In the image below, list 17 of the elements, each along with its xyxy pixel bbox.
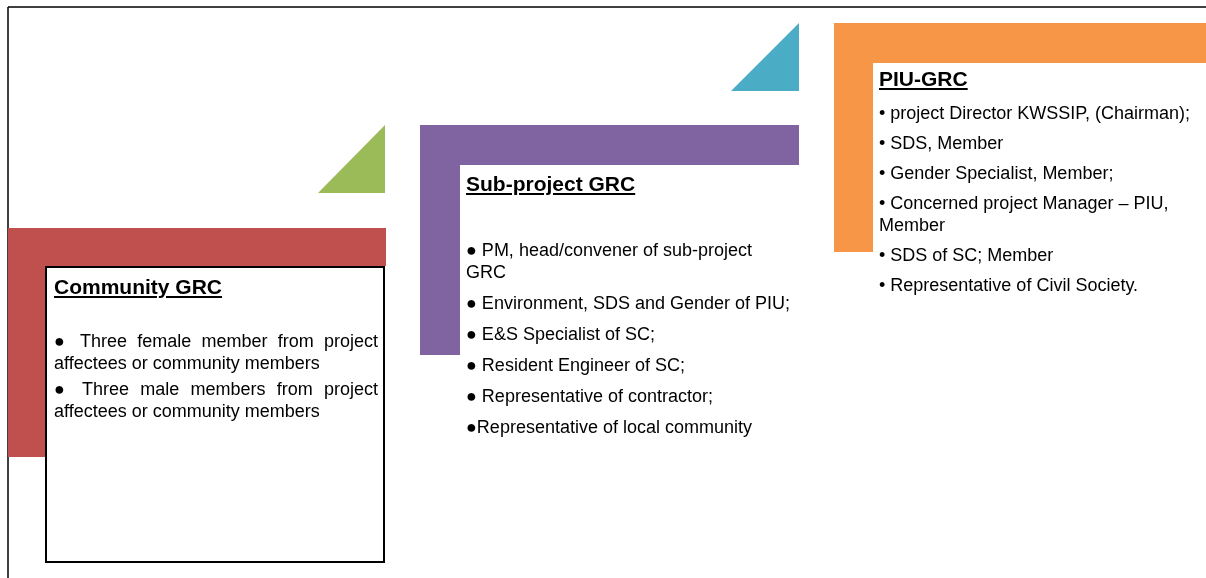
member-item: • Concerned project Manager – PIU, Member (879, 192, 1170, 236)
member-item: ● Environment, SDS and Gender of PIU; (466, 292, 792, 314)
member-item: ● Three male members from project affectees or community members (54, 378, 378, 422)
panel-heading: Community GRC (54, 274, 223, 300)
member-item: • Representative of Civil Society. (879, 274, 1140, 296)
member-item: ● E&S Specialist of SC; (466, 323, 656, 345)
panel-heading: Sub-project GRC (466, 171, 637, 197)
member-item: ● Resident Engineer of SC; (466, 354, 686, 376)
member-item: • SDS, Member (879, 132, 1005, 154)
member-item: • Gender Specialist, Member; (879, 162, 1115, 184)
member-item: • project Director KWSSIP, (Chairman); (879, 102, 1192, 124)
panel-heading: PIU-GRC (879, 66, 969, 92)
member-item: ● Three female member from project affectees or community members (54, 330, 378, 374)
member-item: ● Representative of contractor; (466, 385, 714, 407)
member-item: ●Representative of local community (466, 416, 753, 438)
member-item: • SDS of SC; Member (879, 244, 1055, 266)
member-item: ● PM, head/convener of sub-project GRC (466, 239, 754, 283)
